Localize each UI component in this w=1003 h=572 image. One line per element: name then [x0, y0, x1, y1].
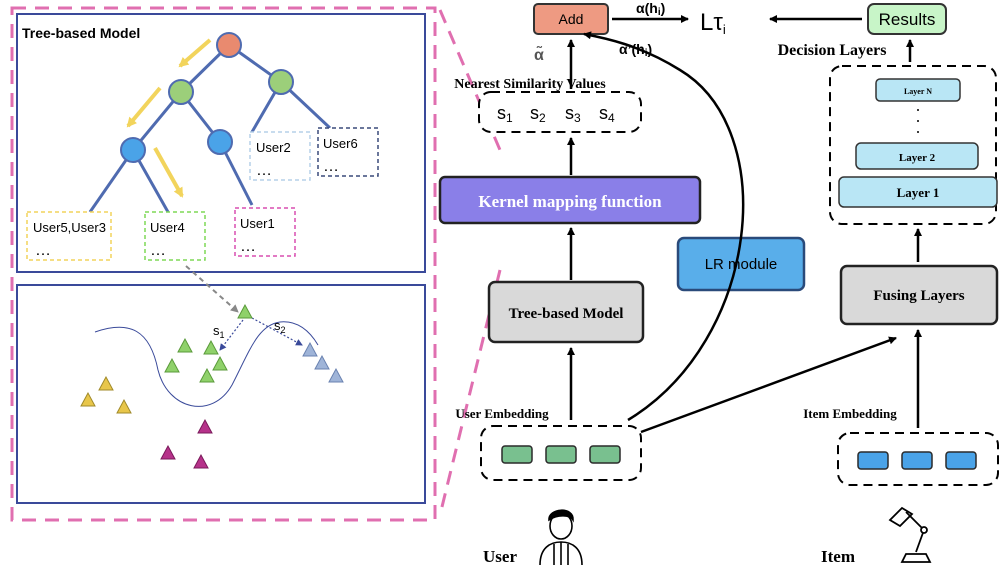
tree-root-node [216, 32, 242, 58]
user-embedding-cell [501, 445, 533, 464]
fusing-layers-label: Fusing Layers [873, 288, 964, 304]
leaf-box-user1: User1 … [234, 207, 296, 257]
loss-label: Lτi [700, 9, 726, 37]
results-box [867, 3, 947, 35]
query-pointer [185, 265, 239, 313]
item-embedding-cell [857, 451, 889, 470]
layer-n-label: Layer N [904, 87, 932, 96]
leaf-label: User6 [323, 136, 358, 151]
svg-text:s2: s2 [530, 103, 546, 125]
leaf-label: User4 [150, 220, 185, 235]
results-label: Results [879, 10, 936, 29]
tree-inner-node [207, 129, 233, 155]
item-embedding-cell [945, 451, 977, 470]
layer-1-box [838, 176, 998, 208]
leaf-ellipsis: … [323, 158, 339, 175]
s2-link [251, 317, 303, 346]
svg-text:s3: s3 [565, 103, 581, 125]
user-embedding-label: User Embedding [455, 406, 549, 421]
alpha-tilde-label: α̃ [534, 44, 544, 64]
layer-1-label: Layer 1 [897, 185, 940, 200]
decision-layers-title: Decision Layers [778, 42, 887, 59]
tree-panel-title: Tree-based Model [22, 25, 140, 41]
layer-2-label: Layer 2 [899, 152, 936, 164]
add-label: Add [559, 11, 584, 27]
item-embedding-label: Item Embedding [803, 406, 897, 421]
kernel-mapping-box [438, 175, 702, 225]
layer-2-box [855, 142, 979, 170]
leaf-box-user4: User4 … [144, 211, 206, 261]
similarity-values-box [478, 91, 642, 133]
leaf-box-user6: User6 … [317, 127, 379, 177]
decision-boundary [94, 321, 319, 407]
leaf-ellipsis: … [240, 238, 256, 255]
leaf-ellipsis: … [256, 162, 272, 179]
item-embedding-cell [901, 451, 933, 470]
triangle-magenta-cluster [160, 418, 213, 469]
leaf-ellipsis: … [35, 242, 51, 259]
alpha-h-label: α(hi) [636, 0, 665, 18]
zoom-outline [10, 6, 437, 522]
leaf-box-user5-user3: User5,User3 … [26, 211, 112, 261]
item-label: Item [821, 547, 855, 566]
similarity-values: s1 s2 s3 s4 [497, 103, 615, 125]
embedding-space-panel [16, 284, 426, 504]
tree-inner-node [120, 137, 146, 163]
svg-text:s1: s1 [497, 103, 513, 125]
fusing-layers-box [839, 264, 999, 326]
add-box [533, 3, 609, 35]
s1-label: s1 [213, 323, 225, 340]
leaf-label: User5,User3 [33, 220, 106, 235]
user-label: User [483, 547, 517, 566]
user-embedding-cell [545, 445, 577, 464]
triangle-query [237, 303, 253, 319]
triangle-blue-cluster [302, 341, 344, 383]
zoom-connector-2 [438, 269, 502, 516]
s2-label: s2 [274, 318, 286, 335]
triangle-yellow-cluster [80, 375, 132, 414]
leaf-label: User2 [256, 140, 291, 155]
layer-ellipsis [917, 109, 919, 133]
tree-model-box [487, 280, 645, 344]
tree-model-label: Tree-based Model [509, 306, 624, 322]
leaf-ellipsis: … [150, 242, 166, 259]
lr-module-label: LR module [705, 256, 778, 273]
user-embedding-cell [589, 445, 621, 464]
triangle-green-cluster [164, 337, 228, 383]
user-person-icon [539, 509, 583, 566]
leaf-box-user2: User2 … [249, 131, 311, 181]
tree-inner-node [268, 69, 294, 95]
tree-path-arrows [126, 38, 212, 198]
layer-n-box [875, 78, 961, 102]
lamp-icon [888, 506, 932, 563]
svg-text:s4: s4 [599, 103, 615, 125]
user-to-fusing-arrow [640, 336, 897, 434]
lr-curve-arrow [583, 31, 745, 422]
kernel-mapping-label: Kernel mapping function [478, 192, 662, 211]
tree-inner-node [168, 79, 194, 105]
nearest-similarity-title: Nearest Similarity Values [454, 77, 606, 92]
leaf-label: User1 [240, 216, 275, 231]
